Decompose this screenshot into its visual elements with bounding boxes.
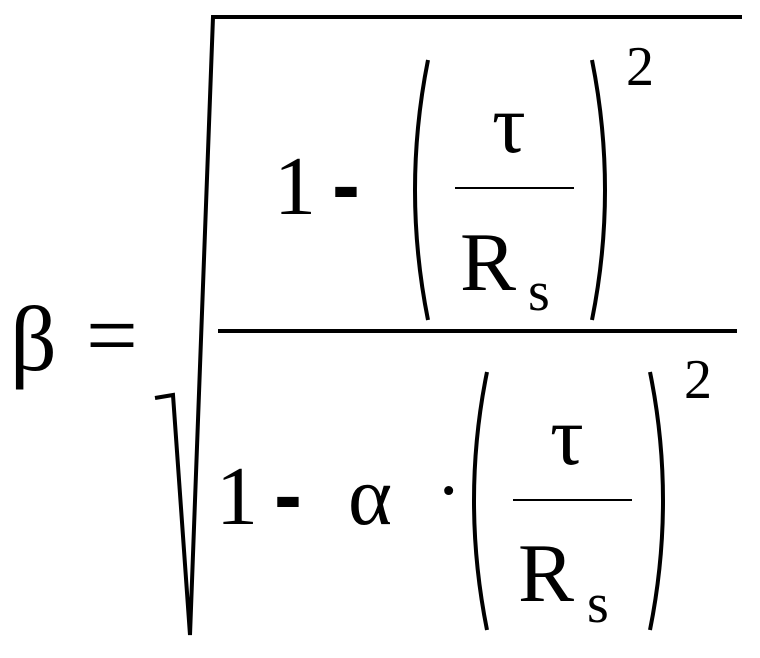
numerator: 1 - τ R s 2	[274, 36, 654, 323]
numerator-left-paren	[413, 59, 430, 321]
numerator-exponent: 2	[626, 36, 654, 98]
denominator-subscript-s: s	[587, 573, 609, 635]
denominator-tau: τ	[550, 390, 584, 483]
numerator-one: 1	[274, 140, 316, 233]
denominator-exponent: 2	[684, 349, 712, 411]
denominator-right-paren	[648, 371, 665, 631]
square-root-sign	[154, 15, 742, 636]
numerator-r: R	[460, 216, 516, 309]
numerator-minus: -	[332, 138, 360, 232]
denominator-r: R	[518, 527, 574, 620]
denominator-minus: -	[274, 448, 302, 542]
equals-sign: =	[86, 284, 138, 386]
denominator: 1 - α · τ R s 2	[216, 349, 712, 635]
denominator-left-paren	[472, 371, 489, 631]
numerator-tau: τ	[492, 78, 526, 171]
beta-symbol: β	[10, 288, 57, 390]
denominator-dot: ·	[436, 449, 461, 533]
numerator-subscript-s: s	[528, 261, 550, 323]
denominator-alpha: α	[348, 450, 392, 543]
denominator-one: 1	[216, 450, 258, 543]
numerator-right-paren	[590, 59, 607, 321]
